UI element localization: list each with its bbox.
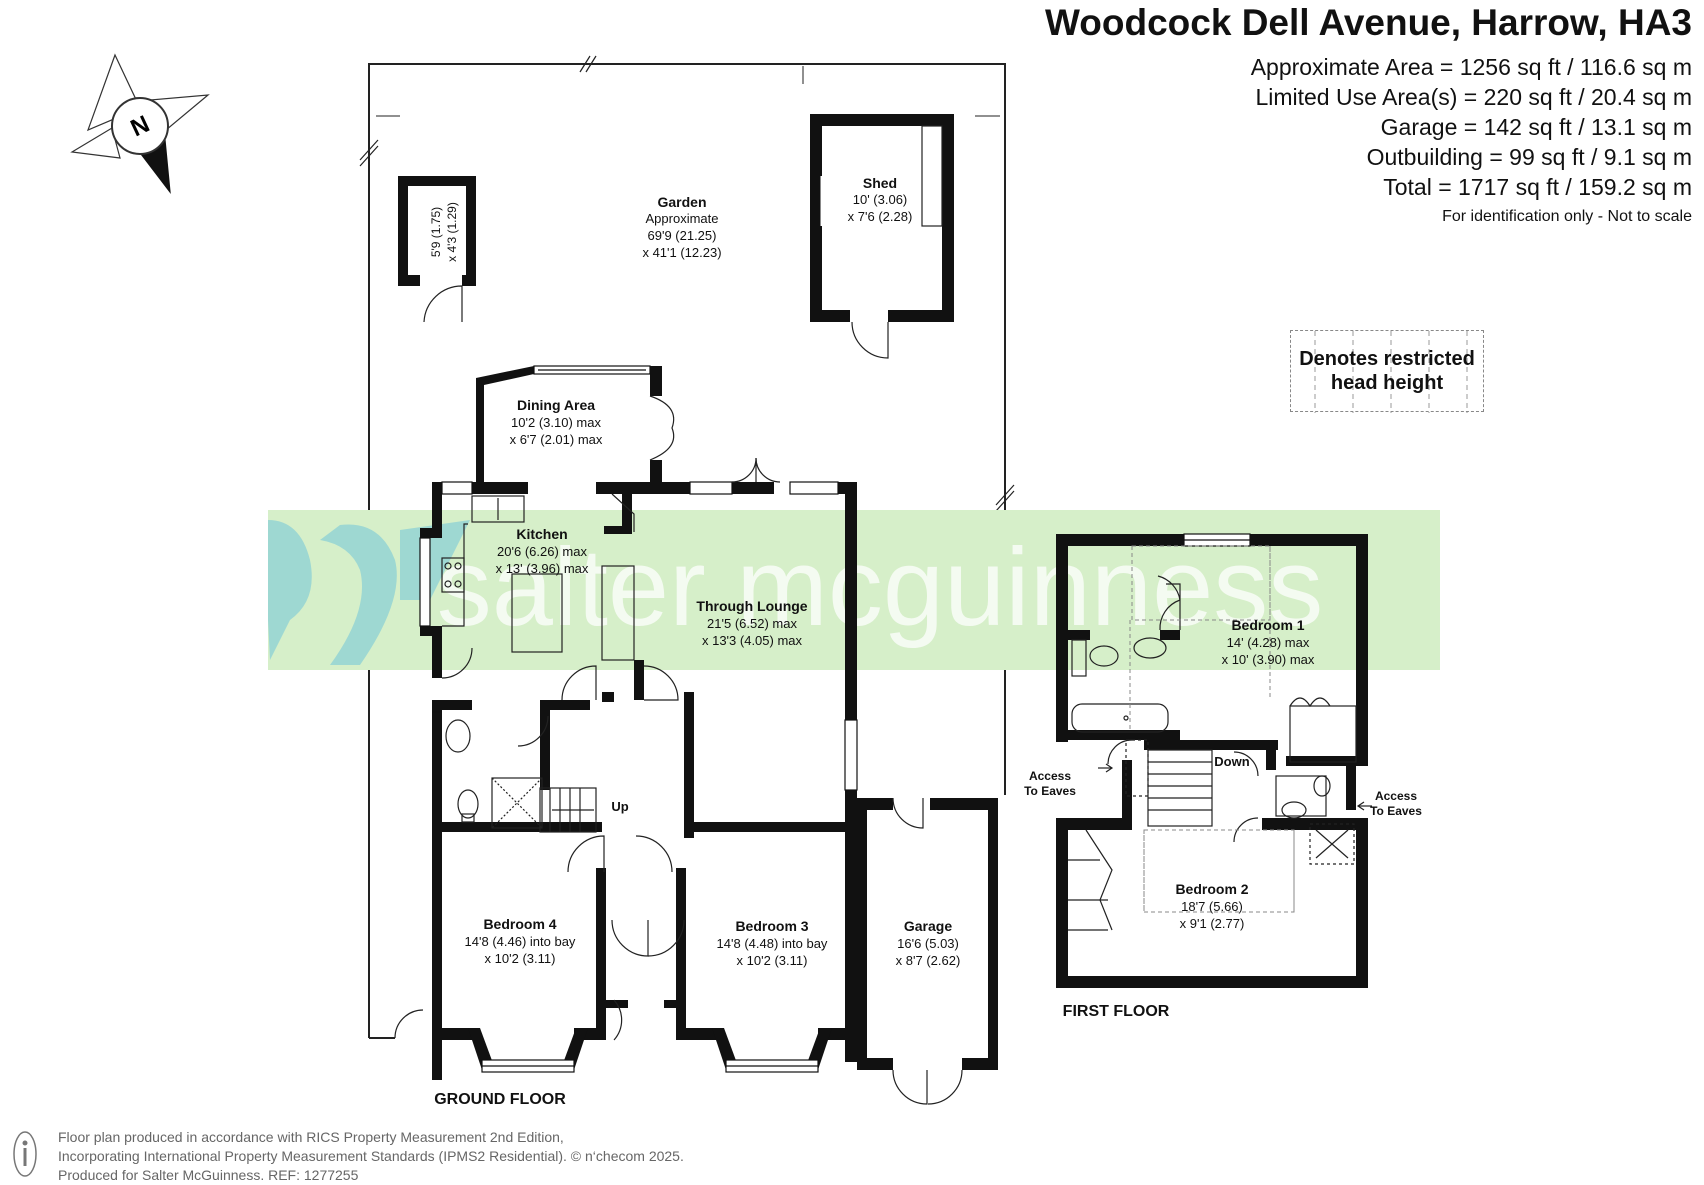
kitchen-line-2: x 13' (3.96) max bbox=[496, 561, 589, 576]
dining-name: Dining Area bbox=[517, 397, 595, 413]
bath-icon bbox=[1071, 703, 1169, 733]
dining-line-1: 10'2 (3.10) max bbox=[511, 415, 601, 430]
stairs-up-label: Up bbox=[611, 799, 628, 814]
outbuilding-line-1: 5'9 (1.75) bbox=[429, 207, 443, 257]
bed3-line-1: 14'8 (4.48) into bay bbox=[717, 936, 828, 951]
garden-name: Garden bbox=[657, 194, 706, 210]
bed2-name: Bedroom 2 bbox=[1175, 881, 1248, 897]
lounge-line-1: 21'5 (6.52) max bbox=[707, 616, 797, 631]
door-swings bbox=[441, 395, 963, 1105]
eaves-left-line-2: To Eaves bbox=[1024, 784, 1076, 798]
bed3-line-2: x 10'2 (3.11) bbox=[737, 953, 808, 968]
garage-line-2: x 8'7 (2.62) bbox=[896, 953, 961, 968]
lounge-line-2: x 13'3 (4.05) max bbox=[702, 633, 803, 648]
kitchen-counter bbox=[601, 565, 635, 661]
dining-line-2: x 6'7 (2.01) max bbox=[510, 432, 603, 447]
property-title: Woodcock Dell Avenue, Harrow, HA3 bbox=[1045, 2, 1692, 43]
kitchen-island bbox=[511, 573, 563, 653]
bed4-line-2: x 10'2 (3.11) bbox=[485, 951, 556, 966]
bed2-line-2: x 9'1 (2.77) bbox=[1180, 916, 1245, 931]
first-floor-fixtures bbox=[1068, 575, 1357, 931]
toilet-icon-first bbox=[1089, 645, 1119, 667]
shed-line-1: 10' (3.06) bbox=[853, 192, 908, 207]
bed4-line-1: 14'8 (4.46) into bay bbox=[465, 934, 576, 949]
eaves-right-line-2: To Eaves bbox=[1370, 804, 1422, 818]
outbuilding bbox=[398, 176, 476, 323]
kitchen-line-1: 20'6 (6.26) max bbox=[497, 544, 587, 559]
basin-icon bbox=[445, 719, 471, 753]
watermark-logo bbox=[268, 520, 470, 665]
first-floor-walls bbox=[1056, 534, 1368, 988]
toilet-icon bbox=[457, 789, 479, 819]
ground-floor-windows bbox=[419, 365, 858, 1073]
bed4-name: Bedroom 4 bbox=[483, 916, 556, 932]
footer-line-1: Floor plan produced in accordance with R… bbox=[58, 1129, 564, 1145]
eaves-left-line-1: Access bbox=[1029, 769, 1071, 783]
footer-credits: Floor plan produced in accordance with R… bbox=[58, 1128, 684, 1185]
bed1-name: Bedroom 1 bbox=[1231, 617, 1304, 633]
outbuilding-line-2: x 4'3 (1.29) bbox=[445, 202, 459, 262]
area-limited-use: Limited Use Area(s) = 220 sq ft / 20.4 s… bbox=[1255, 84, 1692, 110]
first-floor-restricted-zones bbox=[1129, 545, 1295, 913]
area-total: Total = 1717 sq ft / 159.2 sq m bbox=[1383, 174, 1692, 200]
stairs-down-label: Down bbox=[1214, 754, 1249, 769]
bed1-line-2: x 10' (3.90) max bbox=[1222, 652, 1315, 667]
footer-line-2: Incorporating International Property Mea… bbox=[58, 1148, 684, 1164]
garage-line-1: 16'6 (5.03) bbox=[897, 936, 959, 951]
ground-floor-label: GROUND FLOOR bbox=[434, 1091, 566, 1108]
kitchen-name: Kitchen bbox=[516, 526, 567, 542]
eaves-arrows bbox=[1098, 763, 1372, 811]
shed-line-2: x 7'6 (2.28) bbox=[848, 209, 913, 224]
garage-name: Garage bbox=[904, 918, 952, 934]
bed2-line-1: 18'7 (5.66) bbox=[1181, 899, 1243, 914]
shower-tray bbox=[491, 777, 543, 829]
garden-line-2: 69'9 (21.25) bbox=[648, 228, 717, 243]
bed3-name: Bedroom 3 bbox=[735, 918, 808, 934]
first-floor-label: FIRST FLOOR bbox=[1063, 1003, 1170, 1020]
first-floor-windows bbox=[1183, 533, 1251, 547]
lounge-name: Through Lounge bbox=[696, 598, 807, 614]
stairs-up bbox=[539, 787, 597, 833]
sink-icon bbox=[471, 495, 525, 523]
info-person-icon bbox=[13, 1131, 37, 1177]
footer-line-3: Produced for Salter McGuinness. REF: 127… bbox=[58, 1167, 359, 1183]
ground-floor-fixtures bbox=[441, 495, 635, 833]
scale-note: For identification only - Not to scale bbox=[1442, 208, 1692, 225]
area-garage: Garage = 142 sq ft / 13.1 sq m bbox=[1380, 114, 1692, 140]
legend-dashes bbox=[1314, 331, 1468, 413]
stairs-down bbox=[1147, 749, 1213, 827]
garden-line-3: x 41'1 (12.23) bbox=[642, 245, 721, 260]
area-outbuilding: Outbuilding = 99 sq ft / 9.1 sq m bbox=[1366, 144, 1692, 170]
bed1-line-1: 14' (4.28) max bbox=[1227, 635, 1310, 650]
shed-name: Shed bbox=[863, 175, 897, 191]
shed bbox=[810, 114, 954, 359]
ground-floor-walls bbox=[420, 366, 998, 1080]
area-approximate: Approximate Area = 1256 sq ft / 116.6 sq… bbox=[1250, 54, 1692, 80]
eaves-right-line-1: Access bbox=[1375, 789, 1417, 803]
basin-icon-first bbox=[1133, 637, 1167, 659]
legend-line-1: Denotes restricted bbox=[1299, 348, 1475, 370]
garden-line-1: Approximate bbox=[646, 211, 719, 226]
restricted-height-legend: Denotes restricted head height bbox=[1290, 330, 1484, 413]
legend-line-2: head height bbox=[1330, 372, 1444, 394]
compass-icon: N bbox=[70, 53, 210, 195]
